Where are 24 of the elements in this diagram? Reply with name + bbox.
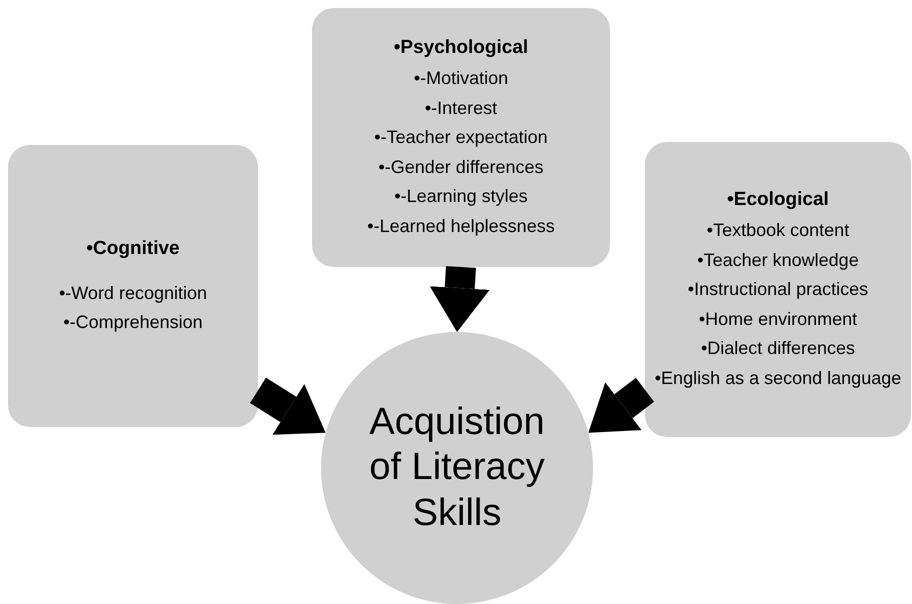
list-item: •-Learning styles bbox=[394, 186, 528, 208]
block-arrow bbox=[430, 266, 490, 332]
block-arrow bbox=[588, 378, 654, 433]
factor-box bbox=[645, 142, 911, 437]
list-item: •English as a second language bbox=[654, 368, 902, 390]
list-item: •Teacher knowledge bbox=[697, 250, 859, 272]
list-item: •Home environment bbox=[698, 308, 858, 330]
list-item: •-Gender differences bbox=[378, 156, 544, 178]
node-label: Acquistion of Literacy Skills bbox=[369, 400, 545, 536]
list-item: •-Learned helplessness bbox=[367, 216, 555, 238]
list-item: •-Motivation bbox=[414, 68, 508, 90]
list-item: •Dialect differences bbox=[700, 338, 856, 360]
list-item: •-Teacher expectation bbox=[374, 127, 548, 149]
block-arrow bbox=[250, 378, 326, 435]
box-heading: •Ecological bbox=[727, 189, 829, 212]
list-item: •-Interest bbox=[424, 98, 498, 120]
list-item: •Instructional practices bbox=[688, 279, 868, 301]
factor-box bbox=[312, 8, 610, 267]
list-item: •-Word recognition bbox=[58, 282, 208, 304]
list-item: •-Comprehension bbox=[63, 312, 203, 334]
factor-box bbox=[8, 145, 258, 427]
box-heading: •Cognitive bbox=[86, 238, 180, 261]
box-heading: •Psychological bbox=[394, 37, 528, 60]
list-item: •Textbook content bbox=[706, 220, 850, 242]
